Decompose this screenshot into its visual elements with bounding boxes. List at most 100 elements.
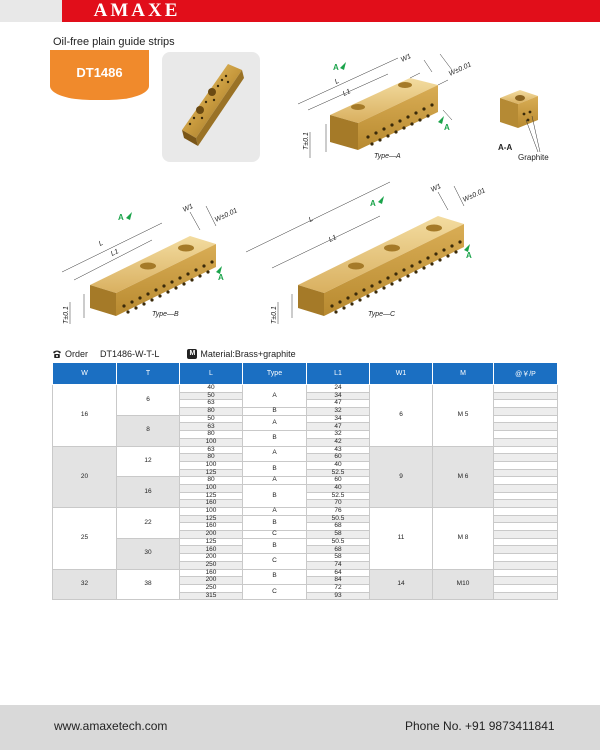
- column-header: T: [116, 362, 180, 385]
- type-b-t-label: T±0.1: [63, 306, 70, 324]
- type-a-l-label: L: [334, 78, 341, 86]
- table-row: 315 93: [53, 591, 558, 601]
- type-a-arrows: A A: [333, 62, 450, 132]
- material-icon: M: [187, 349, 198, 359]
- table-cell: [493, 537, 558, 547]
- table-cell: C: [242, 553, 307, 570]
- order-label: Order: [65, 349, 89, 359]
- table-cell: 100: [179, 460, 243, 470]
- table-cell: [493, 414, 558, 424]
- table-cell: [493, 483, 558, 493]
- table-cell: [493, 576, 558, 585]
- table-cell: [493, 553, 558, 562]
- table-cell: [493, 437, 558, 447]
- type-c-l-label: L: [308, 216, 315, 224]
- table-cell: [493, 568, 558, 578]
- table-cell: 100: [179, 483, 243, 493]
- table-cell: B: [242, 514, 307, 532]
- table-cell: M10: [432, 568, 494, 601]
- type-a-drawing: [297, 53, 453, 158]
- product-photo: [162, 52, 260, 162]
- table-cell: 38: [116, 568, 180, 601]
- type-b-l1-label: L1: [110, 248, 120, 258]
- table-cell: [493, 522, 558, 532]
- order-info: Order DT1486-W-T-L M Material:Brass+grap…: [52, 349, 296, 359]
- table-cell: 72: [306, 583, 370, 593]
- table-cell: 20: [52, 445, 117, 508]
- table-cell: B: [242, 568, 307, 585]
- table-cell: [493, 545, 558, 555]
- type-a-w-label: W±0.01: [448, 61, 473, 78]
- column-header: L: [179, 362, 243, 385]
- table-cell: C: [242, 530, 307, 539]
- table-cell: 16: [52, 384, 117, 447]
- product-subtitle: Oil-free plain guide strips: [53, 36, 175, 48]
- table-cell: M 5: [432, 384, 494, 447]
- table-cell: C: [242, 583, 307, 601]
- table-cell: 40: [306, 483, 370, 493]
- table-cell: A: [242, 476, 307, 485]
- table-cell: [493, 384, 558, 393]
- type-b-arrows: A A: [118, 212, 224, 282]
- section-aa-label: A-A: [498, 143, 512, 152]
- telephone-icon: [53, 350, 61, 358]
- table-cell: B: [242, 460, 307, 478]
- column-header: Type: [242, 362, 307, 385]
- table-cell: [493, 422, 558, 432]
- table-cell: [493, 530, 558, 539]
- table-cell: 42: [306, 437, 370, 447]
- table-cell: 125: [179, 537, 243, 547]
- table-cell: 50.5: [306, 537, 370, 547]
- table-cell: B: [242, 407, 307, 416]
- product-code-tag: DT1486: [50, 50, 149, 100]
- table-cell: B: [242, 430, 307, 447]
- table-cell: [493, 491, 558, 501]
- table-cell: [493, 399, 558, 409]
- table-cell: [493, 583, 558, 593]
- footer-website[interactable]: www.amaxetech.com: [54, 719, 168, 733]
- column-header: W: [52, 362, 117, 385]
- table-cell: 50: [179, 414, 243, 424]
- type-b-drawing: [61, 205, 217, 324]
- column-header: L1: [306, 362, 370, 385]
- type-c-w-label: W±0.01: [462, 187, 487, 204]
- footer-phone: Phone No. +91 9873411841: [405, 719, 555, 733]
- table-cell: [493, 468, 558, 478]
- table-cell: [493, 514, 558, 524]
- technical-drawing: Type—A T±0.1 W±0.01 W1 L L1 A A A-A Grap…: [61, 53, 549, 324]
- table-cell: B: [242, 537, 307, 555]
- type-b-arrow-bottom: A: [218, 273, 224, 282]
- table-cell: [493, 407, 558, 416]
- table-cell: 16: [116, 476, 180, 508]
- table-cell: [493, 391, 558, 401]
- table-cell: 11: [369, 507, 433, 570]
- table-cell: B: [242, 483, 307, 509]
- section-aa-drawing: [500, 90, 541, 153]
- table-cell: 30: [116, 537, 180, 570]
- table-cell: [493, 507, 558, 516]
- table-cell: 250: [179, 583, 243, 593]
- type-c-arrows: A A: [370, 196, 472, 260]
- type-a-w1-label: W1: [400, 53, 413, 64]
- table-cell: A: [242, 507, 307, 516]
- type-c-drawing: [245, 181, 465, 324]
- type-b-arrow-top: A: [118, 213, 124, 222]
- table-cell: 34: [306, 414, 370, 424]
- type-a-l1-label: L1: [342, 88, 352, 98]
- table-cell: 93: [306, 591, 370, 601]
- type-c-arrow-bottom: A: [466, 251, 472, 260]
- brand-logo: AMAXE: [62, 0, 212, 22]
- type-b-w-label: W±0.01: [214, 207, 239, 224]
- table-cell: 315: [179, 591, 243, 601]
- footer: www.amaxetech.com Phone No. +91 98734118…: [0, 705, 600, 750]
- column-header: W1: [369, 362, 433, 385]
- type-a-t-label: T±0.1: [303, 132, 310, 150]
- type-c-label: Type—C: [368, 311, 396, 318]
- table-cell: [493, 560, 558, 570]
